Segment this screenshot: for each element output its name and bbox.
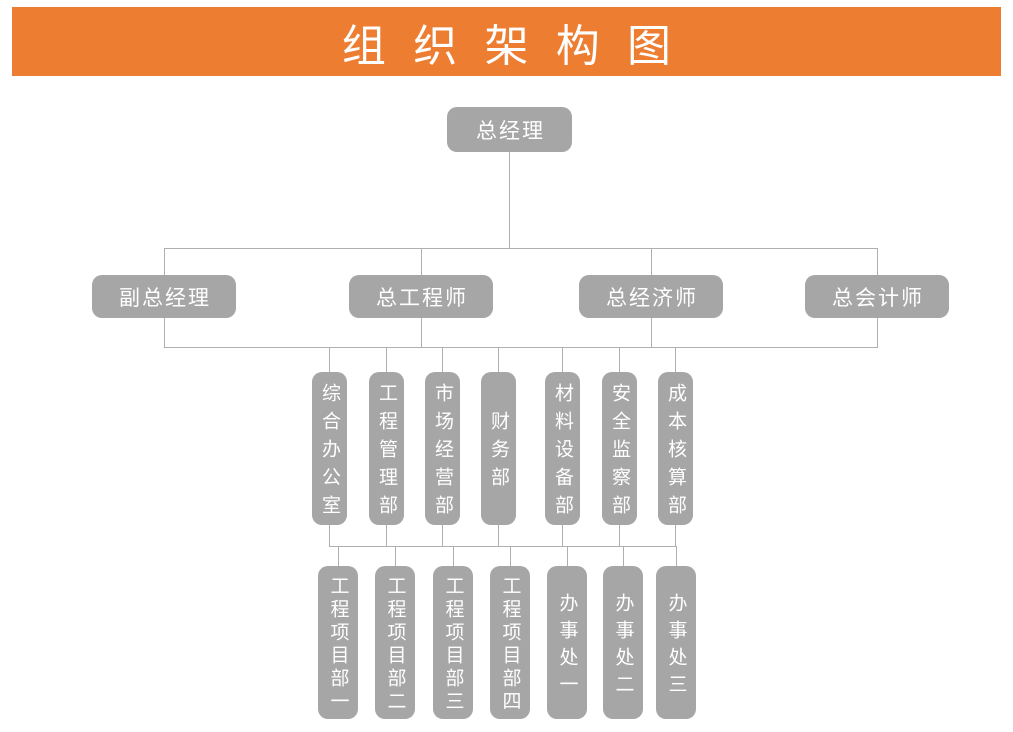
page-title: 组织架构图 [341, 21, 699, 71]
connector-unit-2 [395, 546, 396, 566]
org-node-branch-office-1: 办事处一 [547, 566, 587, 719]
org-node-branch-office-3: 办事处三 [656, 566, 696, 719]
org-node-market-operations-dept: 市场经营部 [425, 372, 460, 525]
connector-unit-7 [676, 546, 677, 566]
org-node-label: 总经济师 [606, 286, 698, 310]
org-node-safety-supervision-dept: 安全监察部 [602, 372, 637, 525]
org-node-label: 总会计师 [832, 286, 924, 310]
connector-unit-5 [567, 546, 568, 566]
org-node-chief-engineer: 总工程师 [349, 275, 493, 318]
org-node-general-office: 综合办公室 [312, 372, 347, 525]
org-node-cost-accounting-dept: 成本核算部 [658, 372, 693, 525]
title-banner: 组织架构图 [12, 7, 1001, 76]
org-node-label: 办事处二 [612, 592, 634, 701]
org-node-chief-economist: 总经济师 [579, 275, 723, 318]
connector-unit-4 [510, 546, 511, 566]
org-node-label: 副总经理 [119, 286, 211, 310]
connector-unit-3 [453, 546, 454, 566]
org-node-deputy-general-manager: 副总经理 [92, 275, 236, 318]
org-node-label: 工程项目部一 [327, 575, 349, 714]
org-node-label: 成本核算部 [665, 383, 686, 523]
org-node-label: 工程管理部 [376, 383, 397, 523]
org-node-label: 总工程师 [376, 286, 468, 310]
org-node-label: 财务部 [488, 411, 509, 495]
connector-root-drop [509, 152, 510, 248]
connector-level2-rail [164, 248, 878, 249]
org-node-label: 工程项目部四 [499, 575, 521, 714]
connector-unit-1 [338, 546, 339, 566]
org-node-label: 总经理 [476, 119, 545, 143]
org-node-branch-office-2: 办事处二 [603, 566, 643, 719]
org-node-label: 工程项目部二 [384, 575, 406, 714]
org-node-label: 工程项目部三 [442, 575, 464, 714]
org-node-finance-dept: 财务部 [481, 372, 516, 525]
org-node-label: 办事处三 [665, 592, 687, 701]
connector-unit-rail [329, 546, 677, 547]
org-node-label: 材料设备部 [552, 383, 573, 523]
org-node-chief-accountant: 总会计师 [805, 275, 949, 318]
connector-dept-rail [164, 347, 878, 348]
org-node-general-manager: 总经理 [447, 107, 572, 152]
org-node-project-dept-2: 工程项目部二 [375, 566, 415, 719]
org-node-project-dept-4: 工程项目部四 [490, 566, 530, 719]
org-node-label: 综合办公室 [319, 383, 340, 523]
org-node-label: 办事处一 [556, 592, 578, 701]
org-node-label: 市场经营部 [432, 383, 453, 523]
connector-unit-6 [623, 546, 624, 566]
org-node-project-dept-1: 工程项目部一 [318, 566, 358, 719]
org-node-engineering-management-dept: 工程管理部 [369, 372, 404, 525]
org-node-materials-equipment-dept: 材料设备部 [545, 372, 580, 525]
org-node-project-dept-3: 工程项目部三 [433, 566, 473, 719]
org-node-label: 安全监察部 [609, 383, 630, 523]
